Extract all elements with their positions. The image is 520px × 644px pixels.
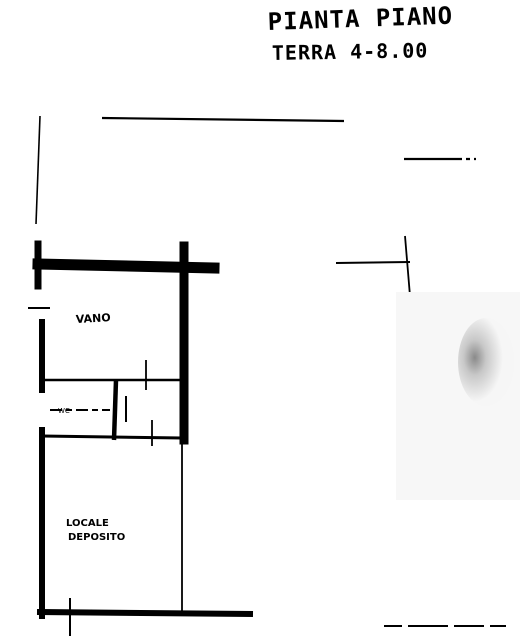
title-line-1: PIANTA PIANO bbox=[267, 2, 453, 36]
plan-title: PIANTA PIANO TERRA 4-8.00 bbox=[267, 2, 453, 65]
room-labels: VANO WC LOCALE DEPOSITO bbox=[58, 311, 125, 543]
interior-walls bbox=[28, 307, 183, 636]
room-label-locale: LOCALE bbox=[66, 518, 109, 529]
step-vertical bbox=[404, 235, 411, 297]
walls bbox=[32, 240, 254, 619]
top-line bbox=[101, 116, 345, 123]
room-label-vano: VANO bbox=[75, 311, 110, 326]
smudge bbox=[396, 292, 520, 500]
bottom-wall bbox=[36, 608, 254, 618]
wc-divider bbox=[111, 379, 119, 441]
outline-lines bbox=[35, 115, 506, 627]
room-label-wc: WC bbox=[58, 407, 70, 415]
room-label-deposito: DEPOSITO bbox=[68, 532, 125, 543]
step-horizontal bbox=[335, 261, 411, 264]
title-line-2: TERRA 4-8.00 bbox=[272, 38, 429, 65]
top-left-outline bbox=[35, 115, 41, 225]
